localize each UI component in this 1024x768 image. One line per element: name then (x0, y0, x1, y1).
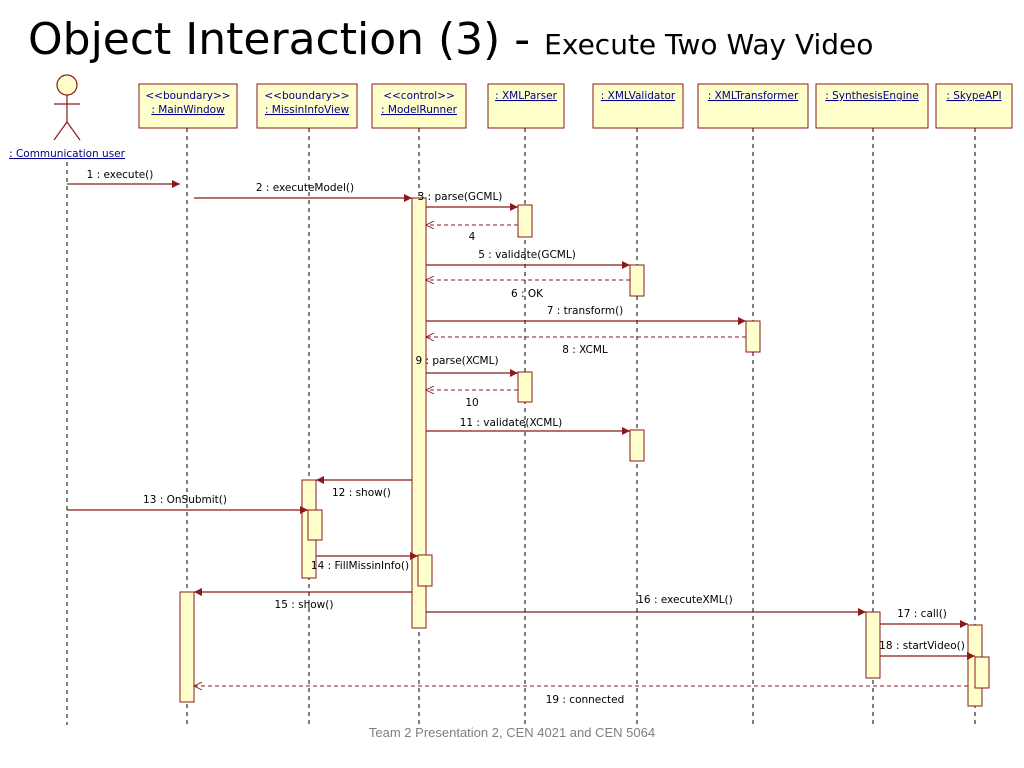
message-15: 15 : show() (194, 588, 412, 611)
participant-box (487, 83, 565, 129)
message-label: 2 : executeModel() (256, 182, 354, 194)
participant-mainwindow: <<boundary>> : MainWindow (138, 83, 238, 129)
message-label: 7 : transform() (547, 305, 624, 317)
message-13: 13 : OnSubmit() (67, 494, 308, 514)
participant-skypeapi: : SkypeAPI (935, 83, 1013, 129)
actor-name: : Communication user (9, 148, 126, 160)
participant-box (256, 83, 358, 129)
activation-missininfoview (307, 509, 323, 541)
message-label: 13 : OnSubmit() (143, 494, 227, 506)
message-label: 12 : show() (332, 487, 391, 499)
message-label: 5 : validate(GCML) (478, 249, 576, 261)
participant-stereotype: <<control>> (383, 90, 455, 102)
participant-name: : MainWindow (151, 104, 225, 116)
message-label: 9 : parse(XCML) (415, 355, 498, 367)
message-label: 10 (465, 397, 478, 409)
message-label: 8 : XCML (562, 344, 608, 356)
message-12: 12 : show() (316, 476, 412, 499)
message-11: 11 : validate(XCML) (426, 417, 630, 435)
message-18: 18 : startVideo() (879, 640, 975, 660)
participant-xmlvalidator: : XMLValidator (592, 83, 684, 129)
participant-box (935, 83, 1013, 129)
activation-xmlvalidator (629, 429, 645, 462)
participant-name: : SkypeAPI (946, 90, 1001, 102)
activation-xmlparser (517, 371, 533, 403)
activation-xmltransformer (745, 320, 761, 353)
participant-xmlparser: : XMLParser (487, 83, 565, 129)
activation-mainwindow (179, 591, 195, 703)
participant-synthesisengine: : SynthesisEngine (815, 83, 929, 129)
message-9: 9 : parse(XCML) (415, 355, 518, 377)
actor-left-leg (53, 121, 68, 141)
participant-xmltransformer: : XMLTransformer (697, 83, 809, 129)
activation-synthesisengine (865, 611, 881, 679)
activation-xmlparser (517, 204, 533, 238)
message-label: 6 : OK (511, 288, 544, 300)
participant-box (371, 83, 467, 129)
title-subtitle: Execute Two Way Video (544, 28, 874, 61)
participant-name: : XMLParser (495, 90, 558, 102)
message-4: 4 (426, 225, 518, 243)
participant-name: : SynthesisEngine (825, 90, 919, 102)
participant-stereotype: <<boundary>> (264, 90, 349, 102)
message-label: 14 : FillMissinInfo() (311, 560, 409, 572)
actor-communication-user: : Communication user (9, 74, 126, 160)
message-3: 3 : parse(GCML) (418, 191, 518, 211)
message-17: 17 : call() (880, 608, 968, 628)
message-label: 17 : call() (897, 608, 947, 620)
participant-stereotype: <<boundary>> (145, 90, 230, 102)
message-5: 5 : validate(GCML) (426, 249, 630, 269)
message-label: 16 : executeXML() (637, 594, 733, 606)
activation-modelrunner (417, 554, 433, 587)
participant-name: : ModelRunner (381, 104, 458, 116)
message-label: 15 : show() (275, 599, 334, 611)
participant-name: : MissinInfoView (265, 104, 350, 116)
message-label: 3 : parse(GCML) (418, 191, 503, 203)
participant-box (138, 83, 238, 129)
message-6: 6 : OK (426, 280, 630, 300)
participant-name: : XMLTransformer (708, 90, 799, 102)
message-1: 1 : execute() (67, 169, 180, 188)
slide-title: Object Interaction (3) - Execute Two Way… (28, 14, 873, 65)
message-label: 19 : connected (546, 694, 625, 706)
participant-name: : XMLValidator (601, 90, 676, 102)
participant-box (592, 83, 684, 129)
participant-box (815, 83, 929, 129)
message-7: 7 : transform() (426, 305, 746, 325)
message-label: 18 : startVideo() (879, 640, 965, 652)
footer-text: Team 2 Presentation 2, CEN 4021 and CEN … (368, 725, 656, 740)
actor-head (56, 74, 78, 96)
title-main: Object Interaction (3) - (28, 14, 545, 65)
activation-xmlvalidator (629, 264, 645, 297)
message-label: 1 : execute() (87, 169, 154, 181)
participant-modelrunner: <<control>> : ModelRunner (371, 83, 467, 129)
message-2: 2 : executeModel() (194, 182, 412, 202)
actor-right-leg (66, 121, 81, 141)
message-16: 16 : executeXML() (426, 594, 866, 616)
activation-skypeapi (974, 656, 990, 689)
message-label: 4 (469, 231, 476, 243)
message-14: 14 : FillMissinInfo() (311, 552, 418, 572)
message-19: 19 : connected (194, 686, 968, 706)
participant-missininfoview: <<boundary>> : MissinInfoView (256, 83, 358, 129)
participant-box (697, 83, 809, 129)
message-label: 11 : validate(XCML) (460, 417, 563, 429)
message-10: 10 (426, 390, 518, 409)
activation-modelrunner (411, 197, 427, 629)
message-8: 8 : XCML (426, 337, 746, 356)
